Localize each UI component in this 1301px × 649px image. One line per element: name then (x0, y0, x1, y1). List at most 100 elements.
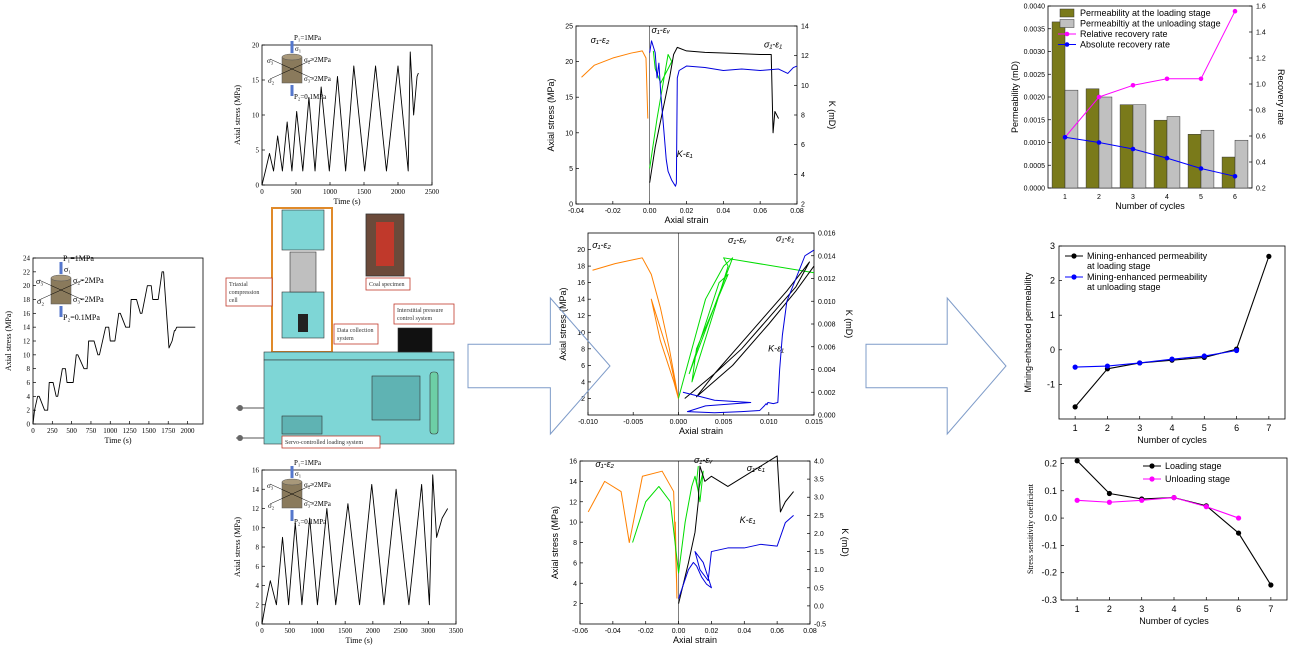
r1-chart: 0.00000.00050.00100.00150.00200.00250.00… (1010, 4, 1286, 212)
r2-series-point (1137, 360, 1143, 366)
r2-y-tick-label: 2 (1050, 276, 1055, 286)
r3-y-tick-label: -0.2 (1041, 568, 1057, 578)
r3-x-axis-label: Number of cycles (1139, 616, 1209, 626)
s1-x-tick-label: 0.04 (717, 208, 731, 215)
r2-x-tick-label: 5 (1202, 423, 1207, 433)
s1-x-tick-label: 0.02 (680, 208, 694, 215)
r1-y2-tick-label: 1.4 (1256, 30, 1266, 37)
sigma1-label: σ₁ (64, 265, 71, 274)
r3-legend-label: Unloading stage (1165, 474, 1230, 484)
c3-y-tick-label: 10 (252, 524, 260, 532)
c2-y-axis-label: Axial stress (MPa) (233, 85, 242, 145)
c2-x-tick-label: 2500 (425, 188, 440, 196)
r1-y-axis-label: Permeability (mD) (1010, 61, 1020, 133)
r1-y2-tick-label: 1.6 (1256, 4, 1266, 11)
s2-y2-tick-label: 0.006 (818, 344, 836, 351)
s2-annotation: σ₁-εᵥ (728, 235, 747, 245)
r1-legend-label: Relative recovery rate (1080, 29, 1168, 39)
r1-recovery-point (1164, 155, 1170, 161)
c1-y-tick-label: 14 (23, 324, 31, 332)
r1-y-tick-label: 0.0010 (1024, 140, 1046, 147)
c2-x-tick-label: 0 (260, 188, 264, 196)
r1-legend-marker (1064, 42, 1070, 47)
inlet-pressure-label: P₁=1MPa (63, 254, 94, 263)
c1-y-tick-label: 2 (27, 407, 31, 415)
s3-y-tick-label: 14 (569, 479, 577, 486)
r1-y-tick-label: 0.0040 (1024, 4, 1046, 11)
gas-cylinder (429, 371, 439, 435)
interstitial-pressure-control-system-box (393, 303, 455, 325)
s1-x-tick-label: 0.08 (790, 208, 804, 215)
s1-y2-tick-label: 10 (801, 83, 809, 90)
r2-legend-label: at loading stage (1087, 261, 1151, 271)
c1-y-tick-label: 20 (23, 282, 31, 290)
r2-legend-label: at unloading stage (1087, 282, 1161, 292)
r3-y-axis-label: Stress sensitivity coefficient (1026, 483, 1035, 574)
c1-x-tick-label: 500 (66, 427, 77, 435)
s3-y-tick-label: 10 (569, 520, 577, 527)
s3-series-line (678, 455, 794, 604)
valve-icon (237, 405, 243, 411)
flow-arrow-icon (865, 296, 1007, 436)
r3-y-tick-label: 0.0 (1044, 513, 1057, 523)
s1-y2-tick-label: 4 (801, 172, 805, 179)
s2-y-tick-label: 4 (581, 379, 585, 386)
s1-y-axis-label: Axial stress (MPa) (546, 78, 556, 151)
r3-y-tick-label: 0.2 (1044, 458, 1057, 468)
c1-x-tick-label: 1750 (161, 427, 176, 435)
r3-series-point (1235, 515, 1242, 521)
inlet-pressure-label: P₁=1MPa (294, 459, 322, 467)
r1-bar (1187, 134, 1202, 189)
triaxial-compression-cell-label: Triaxial (229, 282, 248, 288)
stress-line (269, 58, 315, 80)
s2-x-tick-label: 0.000 (670, 419, 688, 426)
s2-y2-tick-label: 0.016 (818, 231, 836, 238)
s1-series-line (649, 46, 780, 183)
flow-arrow-icon (467, 296, 611, 436)
c3-x-tick-label: 2500 (394, 627, 409, 635)
s2-y2-tick-label: 0.012 (818, 276, 836, 283)
r1-recovery-point (1062, 135, 1068, 140)
r1-y2-tick-label: 0.6 (1256, 134, 1266, 141)
s2-x-tick-label: -0.005 (623, 419, 643, 426)
coal-specimen-box (365, 277, 411, 291)
r2-x-tick-label: 7 (1266, 423, 1271, 433)
s2-annotation: σ₁-ε₂ (592, 240, 611, 250)
c2-y-tick-label: 5 (256, 147, 260, 155)
r2-series-point (1072, 364, 1078, 370)
s1-y2-tick-label: 14 (801, 24, 809, 31)
r1-recovery-point (1232, 174, 1238, 179)
s2-x-tick-label: 0.010 (760, 419, 778, 426)
coal-sample (281, 56, 303, 84)
c3-x-tick-label: 0 (260, 627, 264, 635)
r1-recovery-point (1130, 146, 1136, 152)
r1-recovery-point (1096, 94, 1102, 100)
c1-series-line (32, 271, 196, 425)
s2-y-tick-label: 14 (577, 297, 585, 304)
triaxial-cell (289, 251, 317, 293)
s2-y2-tick-label: 0.014 (818, 253, 836, 260)
s3-x-tick-label: -0.02 (638, 628, 654, 635)
sigma3-label: σ₃ (36, 277, 43, 286)
r3-series-line (1077, 497, 1239, 519)
sigma2-value: σ₂=2MPa (73, 276, 104, 285)
sigma1-label: σ₁ (295, 45, 301, 53)
triaxial-compression-cell-label: compression (229, 290, 259, 296)
c3-x-tick-label: 1000 (310, 627, 325, 635)
r1-legend-label: Permeabiltiy at the unloading stage (1080, 19, 1221, 29)
r3-series-point (1074, 497, 1080, 503)
s3-x-tick-label: -0.04 (605, 628, 621, 635)
c2-y-tick-label: 10 (252, 112, 260, 120)
c1-x-tick-label: 2000 (181, 427, 196, 435)
c1-y-tick-label: 6 (27, 379, 31, 387)
c1-x-tick-label: 1250 (123, 427, 138, 435)
c2-series-line (261, 51, 419, 186)
r1-legend-label: Permeability at the loading stage (1080, 8, 1211, 18)
s1-y-tick-label: 0 (569, 202, 573, 209)
c3-y-tick-label: 0 (256, 621, 260, 629)
r1-x-tick-label: 5 (1199, 194, 1203, 201)
r3-legend-marker (1149, 476, 1155, 482)
r1-recovery-point (1096, 140, 1102, 145)
